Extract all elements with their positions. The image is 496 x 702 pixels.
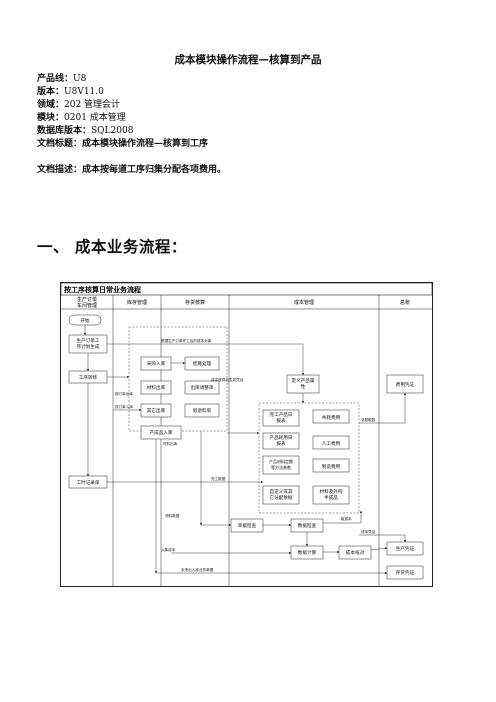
meta-module: 模块：0201 成本管理 bbox=[37, 113, 126, 123]
box-settle: 结算处理 bbox=[193, 360, 212, 367]
meta-version: 版本：U8V11.0 bbox=[37, 87, 104, 97]
box-complete-report: 完工产品日报表 bbox=[270, 411, 293, 424]
box-shared-cost: 共耗费用 bbox=[322, 414, 341, 421]
flow-svg: 按工序核算日常业务流程 生产订单车间管理 库存管理 存货核算 成本管理 总账 bbox=[60, 282, 433, 586]
box-mfg-cost: 制造费用 bbox=[322, 463, 341, 470]
label-order-out: 按订单出库 bbox=[115, 391, 133, 396]
box-time-record: 工时记录单 bbox=[77, 479, 100, 486]
label-ledger-fetch: 总账取数 bbox=[361, 417, 376, 422]
box-material-wip: 材料及外购半成品 bbox=[320, 488, 343, 501]
lane-production: 生产订单车间管理 bbox=[77, 296, 97, 309]
doc-description: 文档描述：成本按每道工序归集分配各项费用。 bbox=[37, 165, 227, 175]
section-heading: 一、 成本业务流程： bbox=[37, 237, 187, 256]
meta-doc-title: 文档标题：成本模块操作流程—核算到工序 bbox=[37, 139, 209, 149]
document-title: 成本模块操作流程—核算到产品 bbox=[174, 54, 322, 66]
label-material-out: 材料出库 bbox=[163, 441, 178, 446]
label-cost-object: 根据生产订单完工后的成本对象 bbox=[161, 338, 212, 343]
box-stock-voucher: 存货凭证 bbox=[396, 569, 415, 576]
label-order-in: 按订单入库 bbox=[115, 404, 133, 409]
meta-domain: 领域：202 管理会计 bbox=[37, 100, 121, 110]
lane-ledger: 总账 bbox=[400, 299, 410, 306]
box-process-report: 工序转移 bbox=[79, 374, 98, 381]
label-pick-data: 领料数据 bbox=[165, 513, 180, 518]
business-flow-diagram: 按工序核算日常业务流程 生产订单车间管理 库存管理 存货核算 成本管理 总账 bbox=[60, 282, 433, 587]
label-in-cost: 入库成本 bbox=[161, 547, 176, 552]
box-return-material: 假退料单 bbox=[193, 407, 212, 414]
box-material-out: 材料出库 bbox=[147, 384, 166, 391]
meta-product-line: 产品线：U8 bbox=[37, 74, 87, 84]
box-other-out: 其它出库 bbox=[147, 407, 166, 414]
box-calc: 数据计算 bbox=[298, 549, 317, 556]
box-wip-params: 产品材料定额等方法参数 bbox=[269, 458, 293, 470]
box-product-in: 产成品入库 bbox=[150, 429, 173, 436]
box-product-daily: 产品耗用日报表 bbox=[270, 434, 293, 447]
lane-inventory: 库存管理 bbox=[127, 299, 147, 306]
label-cost-voucher: 成本凭证 bbox=[361, 529, 376, 534]
label-voucher-note: 成本核算后生成凭证 bbox=[211, 377, 244, 382]
box-cost-verify: 成本核对 bbox=[346, 549, 365, 556]
box-po-plan: 生产订单工序计划生成 bbox=[77, 337, 100, 350]
box-expense-voucher: 费用凭证 bbox=[396, 381, 415, 388]
meta-db-version: 数据库版本：SQL2008 bbox=[37, 126, 134, 136]
diagram-title: 按工序核算日常业务流程 bbox=[64, 285, 141, 294]
box-fixed-alloc: 自定义或其它分配依据 bbox=[270, 488, 293, 501]
box-single-check: 单据检查 bbox=[238, 522, 257, 529]
box-labor-cost: 人工费用 bbox=[322, 440, 341, 447]
label-future-docs: 未来出入库业务单据 bbox=[181, 567, 214, 572]
label-complete-data: 完工数据 bbox=[211, 476, 226, 481]
box-purchase-in: 采购入库 bbox=[147, 360, 166, 367]
box-define-dept: 定义产品属性 bbox=[292, 377, 315, 390]
lane-cost: 成本管理 bbox=[294, 299, 314, 306]
box-gen-voucher: 生产凭证 bbox=[396, 545, 415, 552]
lane-stock-accounting: 存货核算 bbox=[185, 299, 205, 306]
box-data-check: 数据检查 bbox=[298, 522, 317, 529]
label-fetch-cost: 取成本 bbox=[341, 516, 352, 521]
start-box: 开始 bbox=[80, 317, 90, 324]
box-out-adjust: 出库调整单 bbox=[191, 384, 214, 391]
